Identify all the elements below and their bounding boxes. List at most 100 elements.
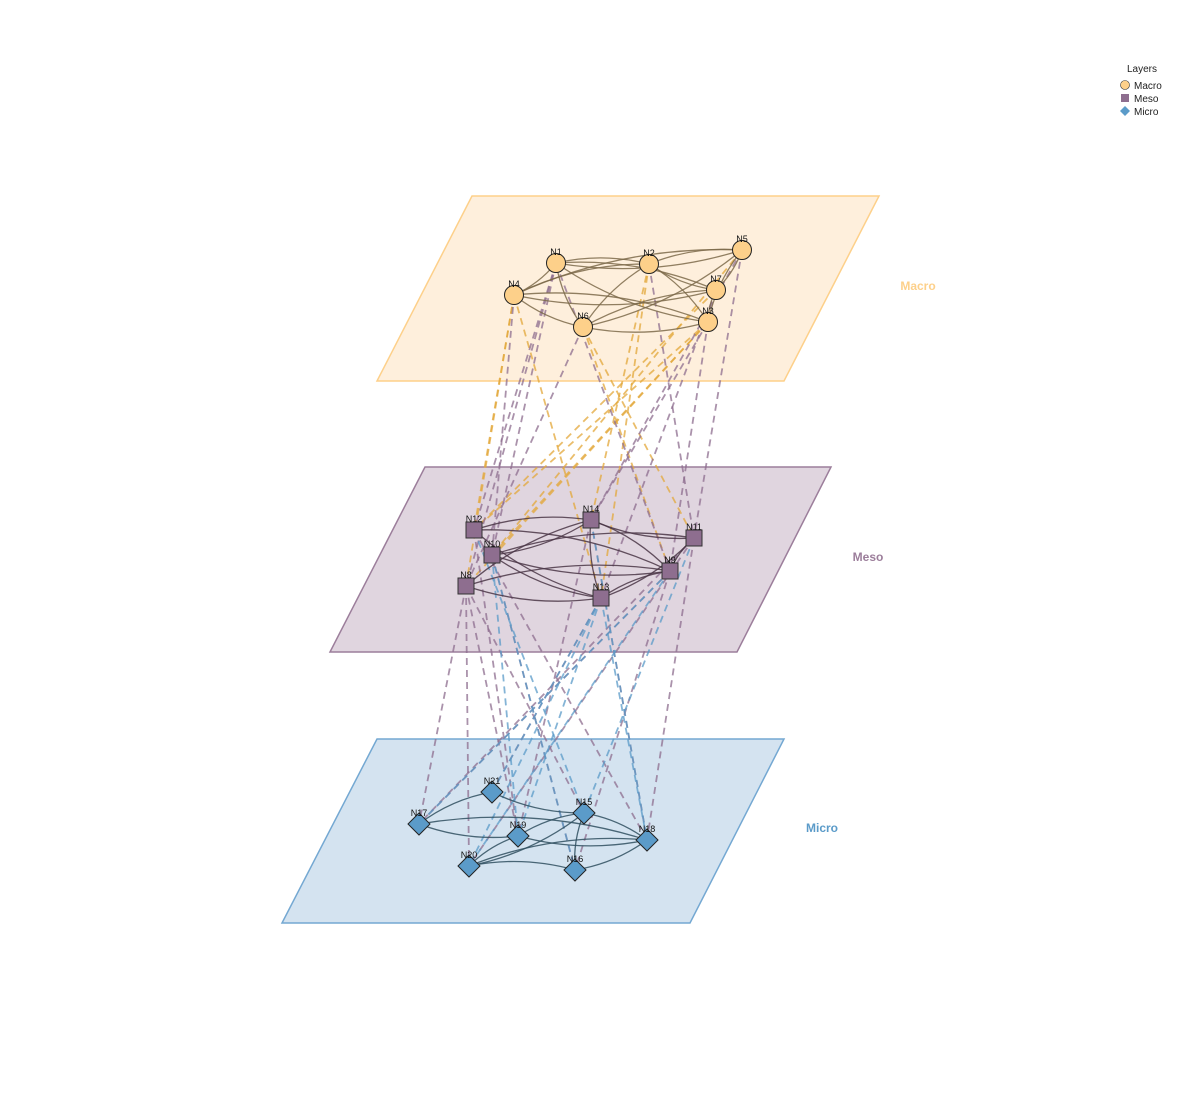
- node-square: [483, 546, 501, 564]
- node-label: N18: [639, 824, 656, 834]
- interlayer-edge-N6-N11: [582, 326, 695, 539]
- node-label: N15: [576, 797, 593, 807]
- node-circle: [732, 240, 752, 260]
- interlayer-edge-N13-N19: [517, 597, 602, 837]
- edge-N10-N9: [491, 554, 671, 576]
- interlayer-edge-N4-N10: [491, 294, 515, 556]
- node-N2[interactable]: N2: [639, 248, 659, 274]
- interlayer-edge-N13-N18: [600, 597, 648, 841]
- node-square: [592, 589, 610, 607]
- node-label: N12: [466, 514, 483, 524]
- edge-N17-N18: [418, 816, 648, 841]
- legend: Layers Macro Meso Micro: [1120, 64, 1162, 118]
- plane-micro: [280, 738, 786, 924]
- node-label: N10: [484, 539, 501, 549]
- interlayer-edge-N11-N17: [418, 537, 695, 825]
- legend-title: Layers: [1127, 64, 1157, 75]
- node-label: N5: [736, 234, 748, 244]
- node-N7[interactable]: N7: [706, 274, 726, 300]
- node-circle: [698, 312, 718, 332]
- interlayer-edge-N11-N15: [583, 537, 695, 814]
- node-N3[interactable]: N3: [698, 306, 718, 332]
- plane-macro: [375, 195, 881, 382]
- interlayer-edge-N2-N14: [590, 263, 650, 521]
- legend-micro-label: Micro: [1134, 107, 1159, 118]
- interlayer-edge-N10-N16: [491, 554, 576, 871]
- edge-N20-N18: [468, 837, 648, 867]
- edge-N12-N14: [473, 516, 592, 531]
- edge-N8-N13: [465, 585, 602, 602]
- edge-N6-N3: [582, 321, 709, 333]
- node-diamond: [635, 828, 659, 852]
- node-label: N7: [710, 274, 722, 284]
- legend-micro-diamond-icon: [1120, 106, 1130, 116]
- layer-label-micro: Micro: [806, 821, 838, 835]
- layer-label-macro: Macro: [900, 279, 935, 293]
- interlayer-edge-N9-N16: [574, 570, 671, 871]
- node-N21[interactable]: N21: [480, 776, 504, 804]
- interlayer-edge-N5-N11: [693, 249, 743, 539]
- node-N16[interactable]: N16: [563, 854, 587, 882]
- edge-N20-N15: [468, 812, 585, 867]
- node-square: [661, 562, 679, 580]
- interlayer-edge-N3-N12: [473, 321, 709, 531]
- legend-meso-label: Meso: [1134, 94, 1159, 105]
- node-N4[interactable]: N4: [504, 279, 524, 305]
- node-N20[interactable]: N20: [457, 850, 481, 878]
- interlayer-edge-N8-N15: [465, 585, 585, 814]
- node-label: N4: [508, 279, 520, 289]
- node-N1[interactable]: N1: [546, 247, 566, 273]
- interlayer-edge-N11-N18: [646, 537, 695, 841]
- node-label: N17: [411, 808, 428, 818]
- edge-N8-N14: [465, 519, 592, 587]
- node-N14[interactable]: N14: [582, 504, 600, 529]
- interlayer-edge-N7-N12: [473, 289, 717, 531]
- edge-N17-N19: [418, 823, 519, 839]
- node-N5[interactable]: N5: [732, 234, 752, 260]
- node-label: N9: [664, 555, 676, 565]
- interlayer-edge-N13-N20: [468, 597, 602, 867]
- node-N11[interactable]: N11: [685, 522, 703, 547]
- node-N6[interactable]: N6: [573, 311, 593, 337]
- node-N10[interactable]: N10: [483, 539, 501, 564]
- interlayer-edge-N14-N19: [517, 519, 592, 837]
- node-N9[interactable]: N9: [661, 555, 679, 580]
- node-N15[interactable]: N15: [572, 797, 596, 825]
- edge-N6-N5: [582, 249, 743, 328]
- node-N17[interactable]: N17: [407, 808, 431, 836]
- node-N8[interactable]: N8: [457, 570, 475, 595]
- node-label: N21: [484, 776, 501, 786]
- node-label: N1: [550, 247, 562, 257]
- node-label: N11: [686, 522, 702, 532]
- layer-label-meso: Meso: [853, 550, 884, 564]
- interlayer-edge-N8-N17: [418, 585, 467, 825]
- edge-N1-N7: [555, 261, 717, 291]
- node-N18[interactable]: N18: [635, 824, 659, 852]
- node-label: N13: [593, 582, 610, 592]
- interlayer-edge-N12-N15: [473, 529, 585, 814]
- interlayer-edge-N2-N13: [600, 263, 650, 599]
- node-label: N3: [702, 306, 714, 316]
- node-diamond: [563, 858, 587, 882]
- node-label: N16: [567, 854, 584, 864]
- edge-N12-N13: [473, 529, 602, 599]
- node-circle: [706, 280, 726, 300]
- edge-N4-N3: [513, 292, 709, 323]
- node-label: N8: [460, 570, 472, 580]
- node-N12[interactable]: N12: [465, 514, 483, 539]
- edge-N19-N18: [517, 835, 648, 847]
- edge-N8-N9: [465, 564, 671, 587]
- node-circle: [573, 317, 593, 337]
- node-square: [457, 577, 475, 595]
- node-N13[interactable]: N13: [592, 582, 610, 607]
- interlayer-edge-N7-N13: [600, 289, 717, 599]
- node-circle: [546, 253, 566, 273]
- interlayer-edge-N5-N10: [491, 249, 743, 556]
- node-N19[interactable]: N19: [506, 820, 530, 848]
- legend-macro-label: Macro: [1134, 81, 1162, 92]
- edge-N12-N9: [473, 529, 671, 572]
- node-circle: [639, 254, 659, 274]
